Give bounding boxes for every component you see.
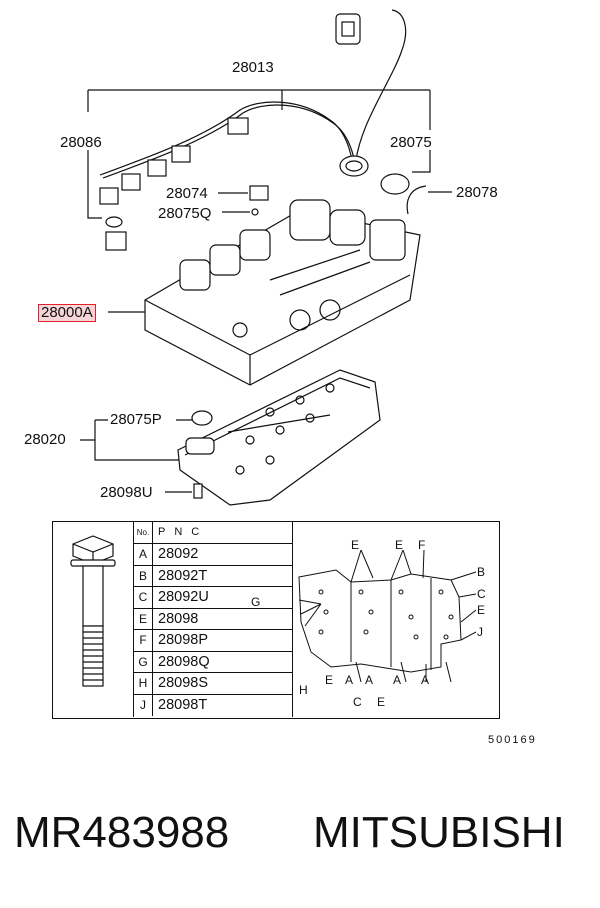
pnc-row: G 28098Q	[134, 650, 292, 673]
map-letter: E	[325, 673, 334, 687]
bolt-28098U	[193, 483, 203, 499]
part-caption: MR483988 MITSUBISHI	[0, 805, 600, 865]
o-ring-28075	[380, 173, 410, 195]
leader-28013	[87, 89, 431, 130]
map-letter: C	[477, 587, 486, 601]
connector-top	[335, 13, 361, 45]
pnc-row: B 28092T	[134, 564, 292, 587]
row-key: B	[134, 565, 153, 587]
row-key: A	[134, 544, 153, 566]
label-28078: 28078	[456, 184, 498, 201]
row-pnc: 28098T	[158, 696, 208, 713]
sensor-28086	[105, 231, 127, 251]
map-letter: A	[345, 673, 354, 687]
grommet	[339, 155, 369, 177]
bolt-position-map	[298, 549, 477, 683]
leader-28075P	[80, 419, 195, 461]
pnc-row: J 28098T	[134, 693, 292, 716]
map-letter: E	[377, 695, 386, 709]
map-letter: H	[299, 683, 308, 697]
map-letter: A	[365, 673, 374, 687]
o-ring-28075P	[191, 410, 213, 426]
row-pnc: 28092T	[158, 567, 208, 584]
row-key: F	[134, 630, 153, 652]
connector-2	[171, 145, 191, 163]
filter	[185, 437, 215, 455]
pnc-row: A 28092	[134, 543, 292, 566]
leader-28086	[87, 150, 102, 219]
map-letter: E	[395, 538, 404, 552]
header-pnc: PNC	[158, 526, 209, 538]
row-key: J	[134, 694, 153, 716]
label-28013: 28013	[232, 59, 274, 76]
leader-28075	[412, 150, 431, 173]
map-letter: F	[418, 538, 426, 552]
label-28074: 28074	[166, 185, 208, 202]
row-pnc: 28092	[158, 546, 199, 562]
part-28074	[249, 185, 269, 201]
map-letter: G	[251, 595, 261, 609]
label-28000A[interactable]: 28000A	[38, 304, 96, 322]
brand-name: MITSUBISHI	[313, 808, 565, 857]
exploded-diagram	[80, 9, 452, 506]
figure-number: 500169	[488, 734, 537, 746]
row-key: E	[134, 608, 153, 630]
oil-pan	[177, 369, 381, 506]
pnc-row: C 28092U	[134, 586, 292, 609]
connector-1	[227, 117, 249, 135]
map-letter: A	[421, 673, 430, 687]
label-28020: 28020	[24, 431, 66, 448]
connector-4	[121, 173, 141, 191]
label-28075Q: 28075Q	[158, 205, 212, 222]
row-pnc: 28098Q	[158, 653, 210, 670]
row-pnc: 28098S	[158, 675, 208, 691]
harness-lead	[355, 9, 407, 161]
map-letter: E	[477, 603, 486, 617]
map-letter: C	[353, 695, 362, 709]
header-no: No.	[134, 522, 153, 543]
connector-5	[99, 187, 119, 205]
row-key: G	[134, 651, 153, 673]
row-key: H	[134, 673, 153, 695]
pnc-header: No. PNC	[134, 522, 292, 543]
map-letter: J	[477, 625, 483, 639]
connector-3	[147, 159, 167, 177]
harness-cable	[99, 101, 353, 176]
part-number: MR483988	[14, 808, 230, 857]
row-pnc: 28092U	[158, 589, 209, 605]
map-letter: B	[477, 565, 486, 579]
bolt-icon	[70, 535, 116, 687]
pnc-row: H 28098S	[134, 672, 292, 695]
label-28086: 28086	[60, 134, 102, 151]
map-letter: E	[351, 538, 360, 552]
row-pnc: 28098P	[158, 632, 208, 648]
valve-body	[144, 199, 421, 386]
clip-28078	[406, 185, 427, 215]
part-28075Q	[251, 208, 259, 216]
row-key: C	[134, 587, 153, 609]
label-28075P: 28075P	[110, 411, 162, 428]
bolt-illustration	[53, 522, 133, 717]
row-pnc: 28098	[158, 610, 199, 627]
label-28098U: 28098U	[100, 484, 153, 501]
label-28075: 28075	[390, 134, 432, 151]
map-letter: A	[393, 673, 402, 687]
pnc-row: E 28098	[134, 607, 292, 630]
pnc-row: F 28098P	[134, 629, 292, 652]
